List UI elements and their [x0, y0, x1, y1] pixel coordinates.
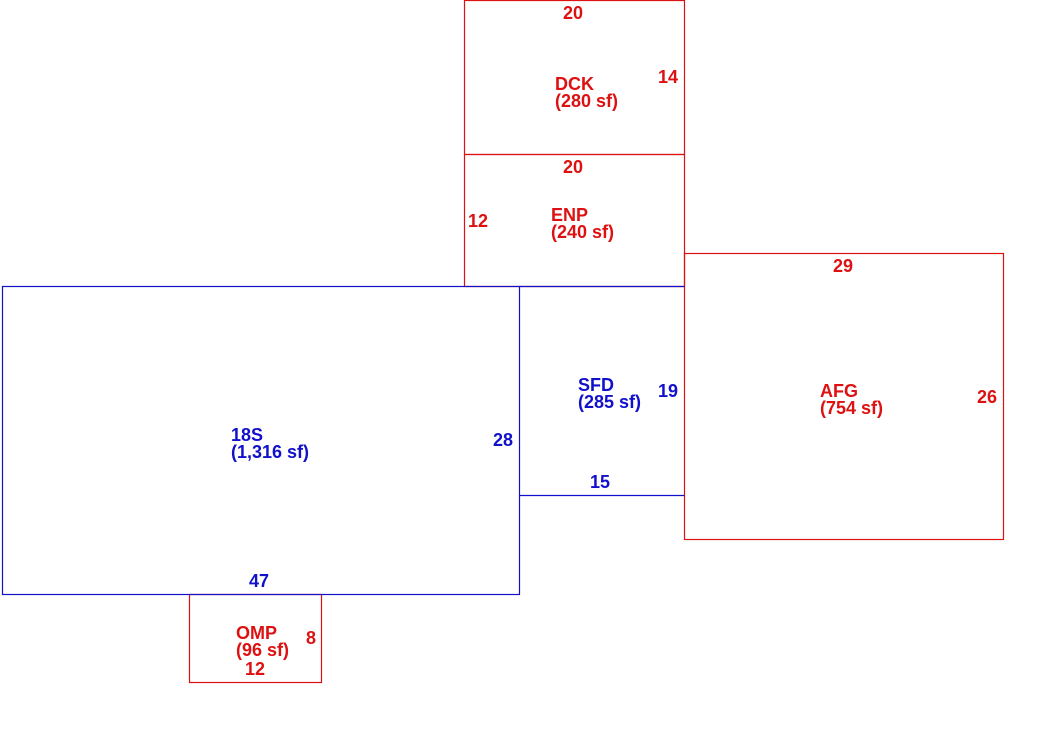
area-sfd-outline	[519, 285, 685, 497]
area-18s-dim-bottom: 47	[249, 571, 269, 591]
area-sfd-dim-bottom: 15	[590, 472, 610, 492]
area-omp-dim-right: 8	[306, 628, 316, 648]
area-omp-sqft: (96 sf)	[236, 640, 289, 660]
area-18s-code: 18S	[231, 425, 263, 445]
area-afg-outline	[683, 252, 1005, 541]
area-afg-sqft: (754 sf)	[820, 398, 883, 418]
area-omp-code: OMP	[236, 623, 277, 643]
area-afg-code: AFG	[820, 381, 858, 401]
area-18s-sqft: (1,316 sf)	[231, 442, 309, 462]
area-afg-dim-right: 26	[977, 387, 997, 407]
area-enp-dim-left: 12	[468, 211, 488, 231]
area-sfd-sqft: (285 sf)	[578, 392, 641, 412]
area-dck-dim-top: 20	[563, 3, 583, 23]
area-afg-dim-top: 29	[833, 256, 853, 276]
area-18s-outline	[1, 285, 521, 596]
area-sfd-code: SFD	[578, 375, 614, 395]
area-enp-code: ENP	[551, 205, 588, 225]
area-dck-sqft: (280 sf)	[555, 91, 618, 111]
area-18s-dim-right: 28	[493, 430, 513, 450]
area-omp-dim-bottom: 12	[245, 659, 265, 679]
area-sfd-dim-right: 19	[658, 381, 678, 401]
area-enp-dim-top: 20	[563, 157, 583, 177]
area-dck-code: DCK	[555, 74, 594, 94]
area-dck-dim-right: 14	[658, 67, 678, 87]
area-enp-sqft: (240 sf)	[551, 222, 614, 242]
